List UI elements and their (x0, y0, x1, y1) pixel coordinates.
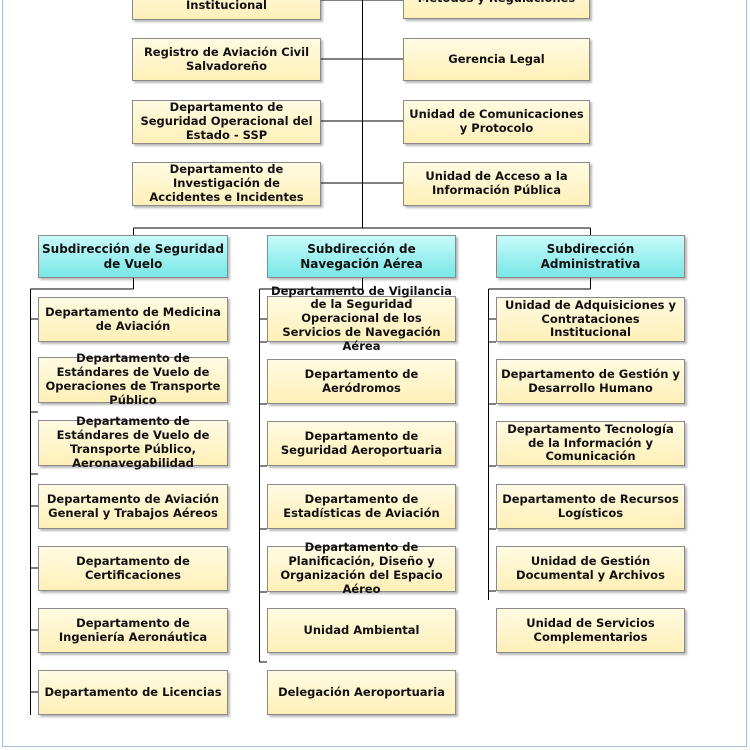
dept-aerodromos: Departamento de Aeródromos (267, 359, 456, 404)
unit-registro-aviacion: Registro de Aviación Civil Salvadoreño (132, 38, 321, 81)
dept-planificacion-espacio-aereo: Departamento de Planificación, Diseño y … (267, 541, 456, 596)
dept-estandares-aeronavegabilidad: Departamento de Estándares de Vuelo de T… (38, 415, 228, 470)
subdireccion-navegacion-aerea: Subdirección de Navegación Aérea (267, 235, 456, 278)
dept-recursos-logisticos: Departamento de Recursos Logísticos (496, 484, 685, 529)
unit-seguridad-operacional-estado: Departamento de Seguridad Operacional de… (132, 100, 321, 144)
dept-tecnologia-informacion: Departamento Tecnología de la Informació… (496, 421, 685, 466)
unit-delegacion-aeroportuaria: Delegación Aeroportuaria (267, 670, 456, 715)
unit-gerencia-legal: Gerencia Legal (403, 38, 590, 81)
dept-seguridad-aeroportuaria: Departamento de Seguridad Aeroportuaria (267, 421, 456, 466)
dept-certificaciones: Departamento de Certificaciones (38, 546, 228, 591)
dept-aviacion-general: Departamento de Aviación General y Traba… (38, 484, 228, 529)
dept-estadisticas-aviacion: Departamento de Estadísticas de Aviación (267, 484, 456, 529)
unit-gestion-documental: Unidad de Gestión Documental y Archivos (496, 546, 685, 591)
dept-medicina-aviacion: Departamento de Medicina de Aviación (38, 297, 228, 342)
unit-servicios-complementarios: Unidad de Servicios Complementarios (496, 608, 685, 653)
dept-licencias: Departamento de Licencias (38, 670, 228, 715)
dept-estandares-operaciones: Departamento de Estándares de Vuelo de O… (38, 352, 228, 407)
unit-ambiental: Unidad Ambiental (267, 608, 456, 653)
subdireccion-seguridad-vuelo: Subdirección de Seguridad de Vuelo (38, 235, 228, 278)
unit-financiera: Unidad Financiera Institucional (132, 0, 321, 20)
unit-metodos-regulaciones: Métodos y Regulaciones (403, 0, 590, 19)
dept-vigilancia-navegacion: Departamento de Vigilancia de la Segurid… (267, 284, 456, 353)
subdireccion-administrativa: Subdirección Administrativa (496, 235, 685, 278)
dept-gestion-desarrollo-humano: Departamento de Gestión y Desarrollo Hum… (496, 359, 685, 404)
unit-comunicaciones-protocolo: Unidad de Comunicaciones y Protocolo (403, 100, 590, 144)
unit-investigacion-accidentes: Departamento de Investigación de Acciden… (132, 162, 321, 206)
dept-ingenieria-aeronautica: Departamento de Ingeniería Aeronáutica (38, 608, 228, 653)
unit-acceso-informacion: Unidad de Acceso a la Información Públic… (403, 162, 590, 206)
unit-adquisiciones: Unidad de Adquisiciones y Contrataciones… (496, 297, 685, 342)
